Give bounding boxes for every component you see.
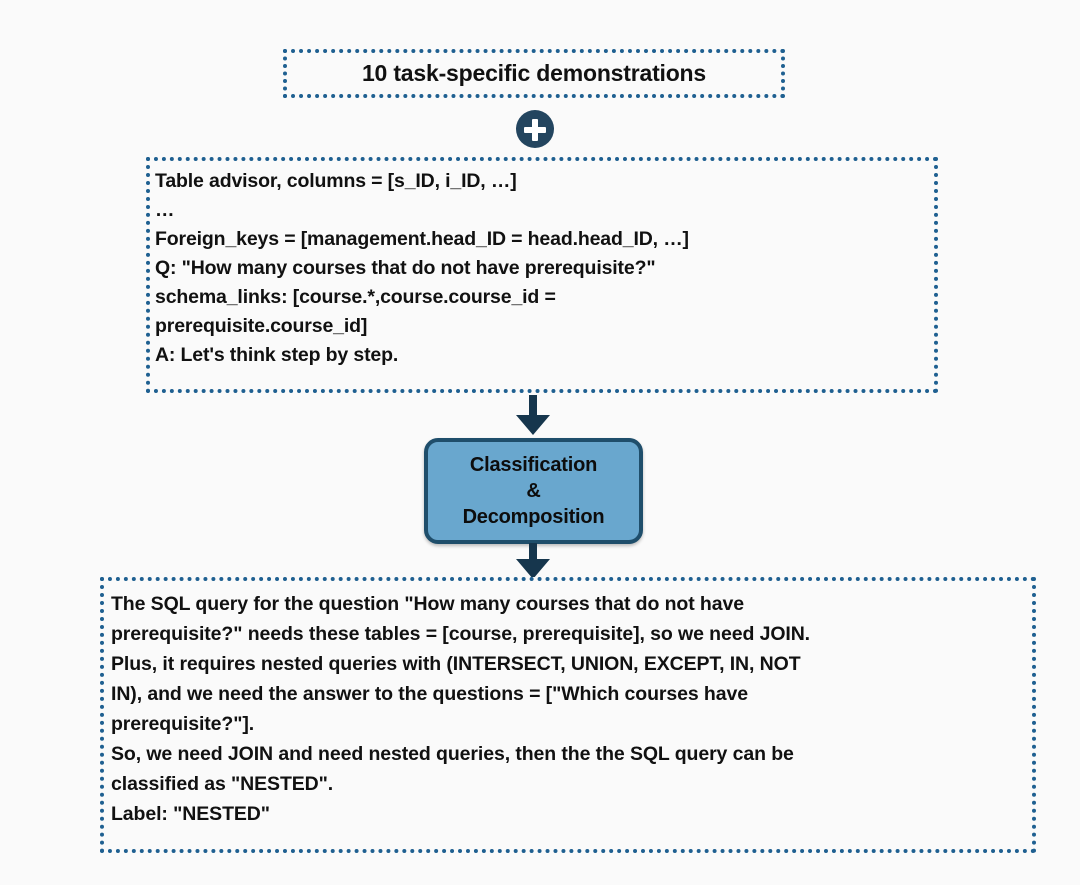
output-line: IN), and we need the answer to the quest… (111, 683, 748, 705)
output-line: Label: "NESTED" (111, 803, 270, 825)
prompt-schema-box: Table advisor, columns = [s_ID, i_ID, …]… (146, 157, 938, 393)
output-line: classified as "NESTED". (111, 773, 334, 795)
arrow-shaft (529, 395, 537, 417)
reasoning-output-box: The SQL query for the question "How many… (100, 577, 1036, 853)
prompt-line: schema_links: [course.*,course.course_id… (155, 286, 556, 308)
prompt-line: … (155, 199, 175, 221)
prompt-line: A: Let's think step by step. (155, 344, 399, 366)
classifier-line: & (526, 480, 541, 502)
prompt-line: Q: "How many courses that do not have pr… (155, 257, 656, 279)
demonstrations-title: 10 task-specific demonstrations (361, 60, 707, 86)
classification-decomposition-node: Classification & Decomposition (424, 438, 643, 544)
arrow-head (516, 559, 550, 579)
output-line: So, we need JOIN and need nested queries… (111, 743, 794, 765)
down-arrow-icon-classifier-to-output (516, 543, 550, 579)
arrow-shaft (529, 543, 537, 561)
classifier-line: Classification (469, 454, 598, 476)
arrow-head (516, 415, 550, 435)
prompt-line: Table advisor, columns = [s_ID, i_ID, …] (155, 170, 517, 192)
prompt-line: prerequisite.course_id] (155, 315, 368, 337)
plus-vertical-bar (532, 118, 538, 141)
prompt-line: Foreign_keys = [management.head_ID = hea… (155, 228, 689, 250)
down-arrow-icon-prompt-to-classifier (516, 395, 550, 435)
output-line: The SQL query for the question "How many… (111, 593, 744, 615)
classifier-line: Decomposition (462, 506, 605, 528)
output-line: prerequisite?"]. (111, 713, 255, 735)
output-line: prerequisite?" needs these tables = [cou… (111, 623, 810, 645)
output-line: Plus, it requires nested queries with (I… (111, 653, 801, 675)
plus-circle-icon (516, 110, 554, 148)
demonstrations-box: 10 task-specific demonstrations (283, 49, 785, 98)
